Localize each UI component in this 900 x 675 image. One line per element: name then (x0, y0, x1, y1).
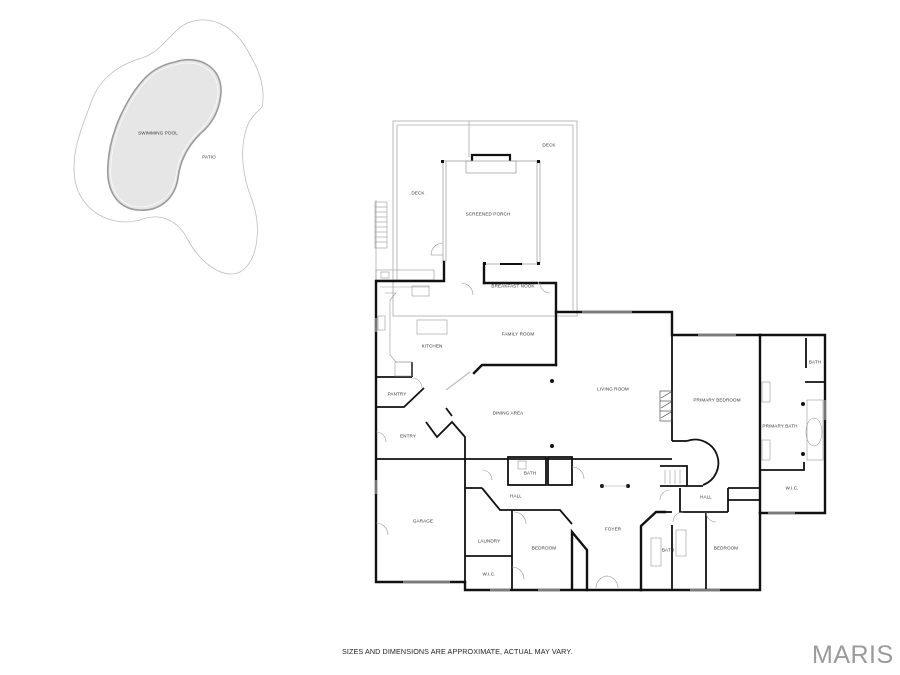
room-label-bedroom-right: BEDROOM (713, 545, 739, 551)
pool-outline (106, 58, 222, 211)
room-label-family-room: FAMILY ROOM (501, 331, 535, 337)
room-label-laundry: LAUNDRY (477, 538, 501, 544)
room-label-pantry: PANTRY (387, 391, 407, 397)
room-label-kitchen: KITCHEN (421, 343, 443, 349)
room-label-wic-primary: W.I.C. (785, 485, 799, 491)
room-label-hall-right: HALL (700, 494, 712, 500)
room-label-patio: PATIO (202, 154, 216, 160)
room-label-bath-right: BATH (661, 547, 675, 553)
disclaimer-text: SIZES AND DIMENSIONS ARE APPROXIMATE, AC… (342, 647, 573, 656)
room-label-living-room: LIVING ROOM (597, 386, 629, 392)
room-label-wic-left: W.I.C. (482, 571, 496, 577)
room-label-breakfast-nook: BREAKFAST NOOK (491, 283, 535, 289)
maris-logo: MARIS (812, 641, 894, 669)
room-label-primary-bath: PRIMARY BATH (762, 423, 798, 429)
room-label-hall-left: HALL (510, 493, 522, 499)
room-label-dining-area: DINING AREA (492, 410, 524, 416)
room-label-swimming-pool: SWIMMING POOL (138, 130, 178, 136)
room-label-deck-top: DECK (542, 142, 556, 148)
room-label-screened-porch: SCREENED PORCH (465, 211, 511, 217)
room-label-bedroom-left: BEDROOM (531, 545, 557, 551)
room-label-garage: GARAGE (412, 518, 434, 524)
room-label-bath-hall: BATH (523, 470, 537, 476)
room-label-entry: ENTRY (400, 433, 416, 439)
patio-outline (73, 19, 264, 275)
room-label-primary-bedroom: PRIMARY BEDROOM (693, 397, 741, 403)
room-label-foyer: FOYER (604, 526, 622, 532)
room-label-deck-left: DECK (411, 190, 425, 196)
room-label-bath-primary-wc: BATH (808, 359, 822, 365)
